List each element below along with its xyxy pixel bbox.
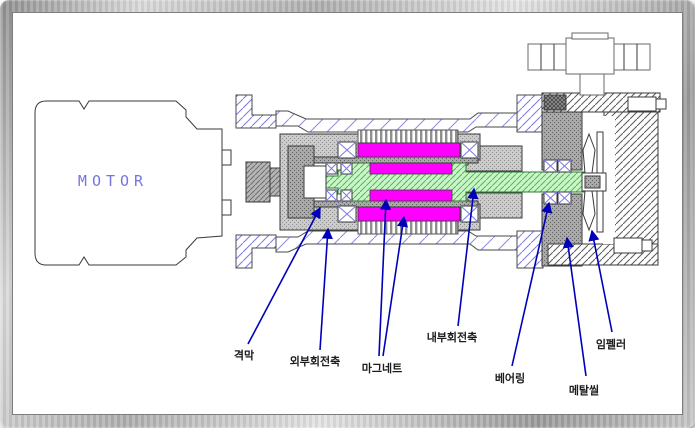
motor-outline: MOTOR xyxy=(34,100,232,266)
outer-magnet-bottom xyxy=(357,206,461,222)
annotations: 격막 외부회전축 마그네트 내부회전축 베어링 메탈씰 임펠러 xyxy=(234,187,626,397)
leader-outer-shaft xyxy=(319,227,333,351)
impeller-vane-top xyxy=(582,132,596,174)
leader-bearing xyxy=(511,201,553,367)
impeller-vane-bottom xyxy=(582,190,596,232)
label-impeller: 임펠러 xyxy=(596,337,626,351)
lantern-bracket-top xyxy=(275,110,518,133)
outer-rotor-bearing xyxy=(337,141,479,223)
cooling-fins-bottom xyxy=(357,220,459,235)
leader-impeller xyxy=(588,229,613,333)
magnets xyxy=(357,142,461,222)
shaft-bearing xyxy=(543,159,572,205)
bolt-bottom-head xyxy=(641,239,653,252)
motor-mount-tab-top xyxy=(221,149,232,166)
inner-magnet-top xyxy=(369,162,453,175)
pump-flange xyxy=(516,94,544,269)
leader-metal-seal xyxy=(562,236,587,377)
bolt-top xyxy=(627,96,657,112)
leader-inner-shaft xyxy=(457,187,479,327)
label-metal-seal: 메탈씰 xyxy=(569,383,599,397)
impeller xyxy=(581,131,607,233)
shaft-thread-stub xyxy=(584,175,601,189)
volute-casing xyxy=(541,92,667,266)
gland-block xyxy=(543,94,567,111)
outer-magnet-top xyxy=(357,142,461,158)
label-outer-shaft: 외부회전축 xyxy=(290,354,341,368)
handwheel-hub xyxy=(565,37,615,75)
bolt-top-head xyxy=(655,98,667,110)
motor-mount-tab-bottom xyxy=(221,199,232,216)
handwheel-cap xyxy=(571,32,609,40)
motor-label: MOTOR xyxy=(78,172,148,190)
leader-diaphragm xyxy=(247,206,321,345)
impeller-channel xyxy=(603,116,615,244)
label-inner-shaft: 내부회전축 xyxy=(427,330,478,344)
bearings xyxy=(325,141,572,223)
cooling-fins-top xyxy=(357,129,459,144)
handwheel-stem xyxy=(579,73,605,96)
label-diaphragm: 격막 xyxy=(234,348,254,362)
bolt-bottom xyxy=(613,237,643,254)
label-bearing: 베어링 xyxy=(495,371,525,385)
leader-magnet-2 xyxy=(382,215,409,357)
inner-magnet-bottom xyxy=(369,189,453,202)
inner-support-bearing xyxy=(325,162,353,202)
leader-magnet-1 xyxy=(378,198,392,357)
label-magnet: 마그네트 xyxy=(362,361,402,375)
handwheel xyxy=(527,32,651,96)
shaft-support xyxy=(303,165,327,199)
